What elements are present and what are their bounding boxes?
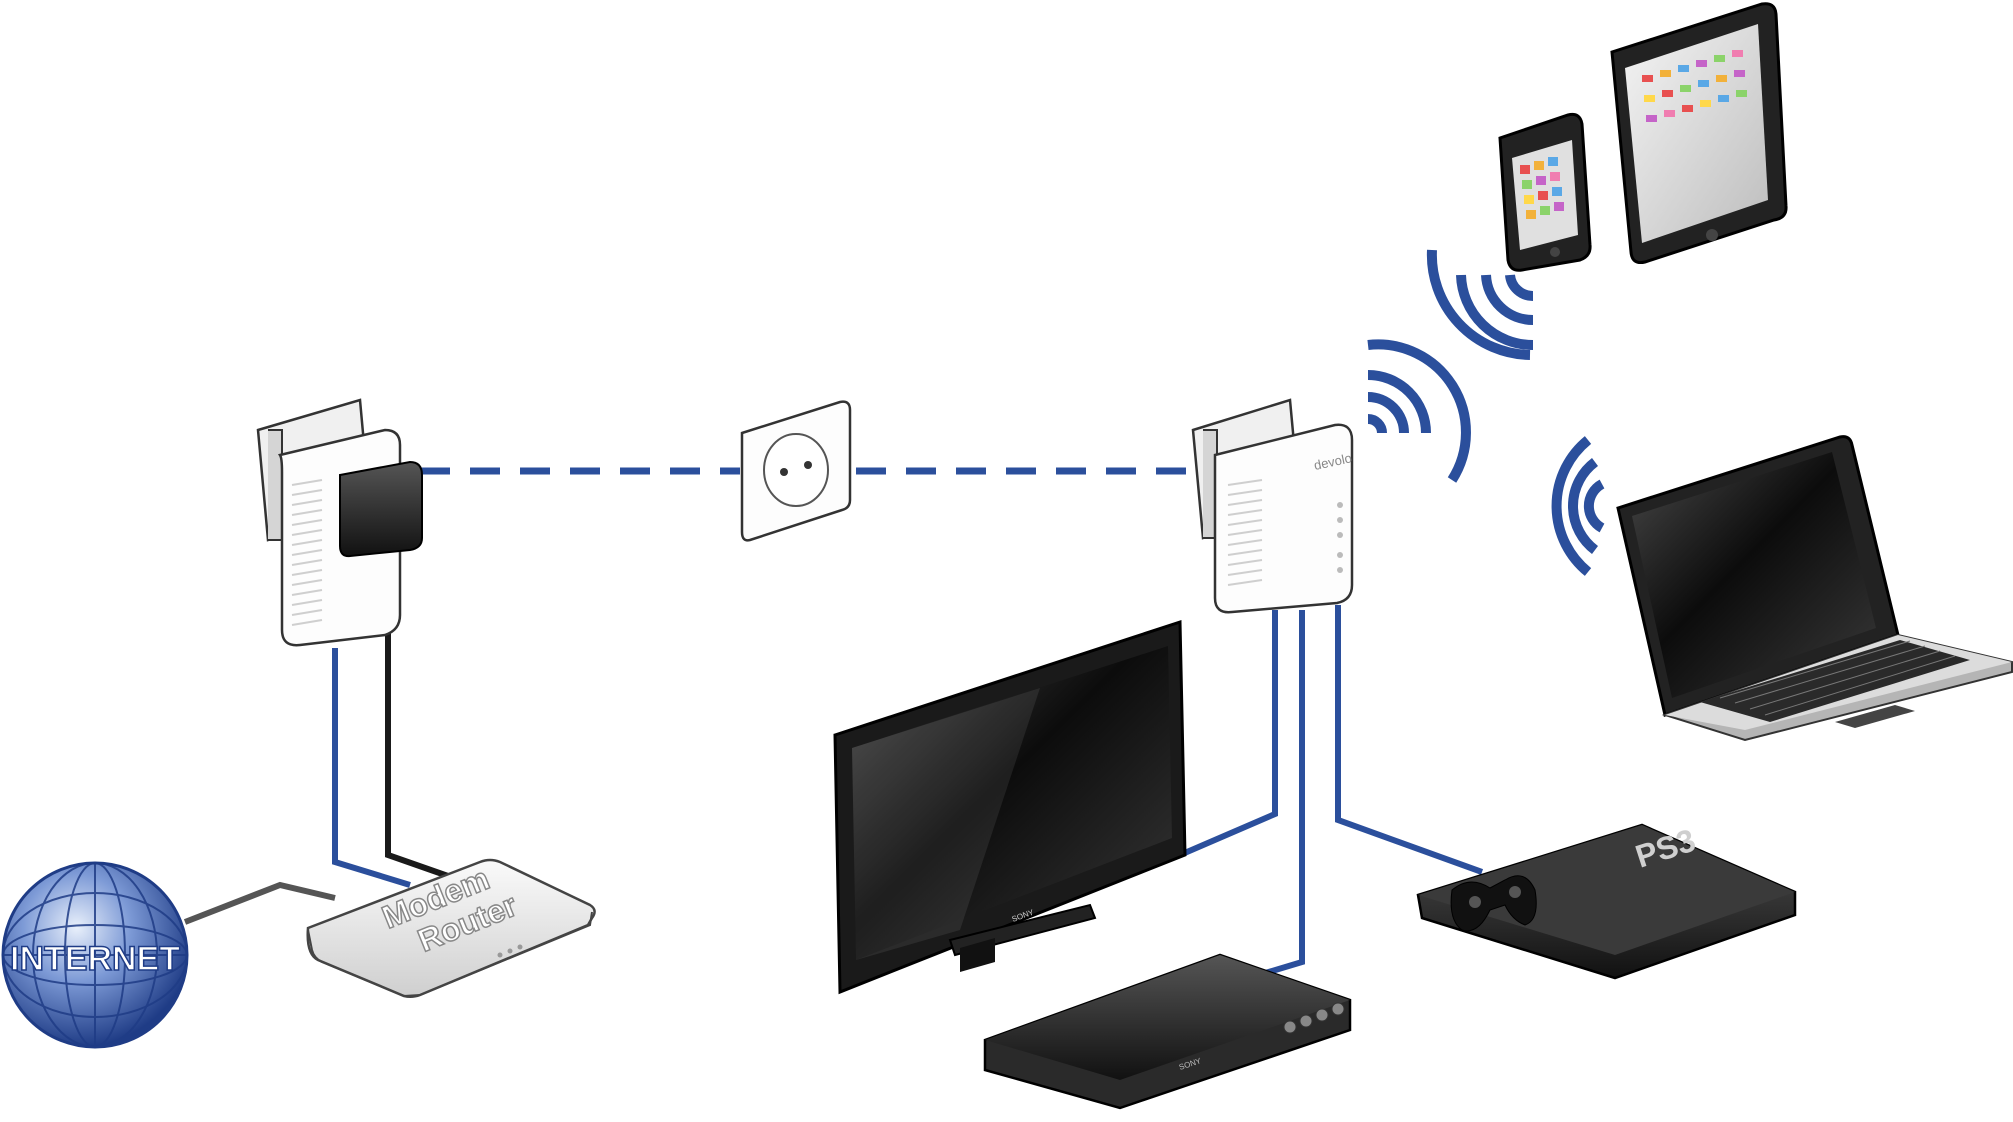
controller-icon (1450, 875, 1537, 932)
cables (183, 467, 1484, 977)
powerline-adapter-2: devolo (1191, 398, 1354, 614)
blu-ray-player: SONY (983, 953, 1352, 1110)
black-cable-adapter-router (385, 545, 449, 879)
powerline-adapter-1 (256, 398, 423, 647)
wifi-signals (1367, 249, 1605, 576)
tablet (1610, 2, 1788, 264)
gray-cable-internet-router (183, 881, 336, 925)
wifi-signal-icon (1367, 339, 1471, 483)
globe-icon: INTERNET (1, 861, 189, 1049)
smartphone (1498, 112, 1592, 272)
pass-through-plug (339, 460, 423, 558)
television: SONY (833, 619, 1187, 995)
game-console: PS3 (1416, 822, 1797, 980)
modem-router: Modem Router (306, 858, 596, 999)
wifi-signal-icon (1426, 249, 1534, 360)
ethernet-cable-console (1335, 605, 1484, 875)
ethernet-cable-player (1261, 610, 1305, 977)
internet-label: INTERNET (10, 940, 180, 978)
ethernet-cable-adapter-router (332, 648, 411, 888)
wall-socket-icon (740, 400, 852, 542)
ethernet-cable-tv (1178, 610, 1278, 858)
wifi-signal-icon (1551, 436, 1605, 576)
laptop (1616, 435, 2013, 742)
